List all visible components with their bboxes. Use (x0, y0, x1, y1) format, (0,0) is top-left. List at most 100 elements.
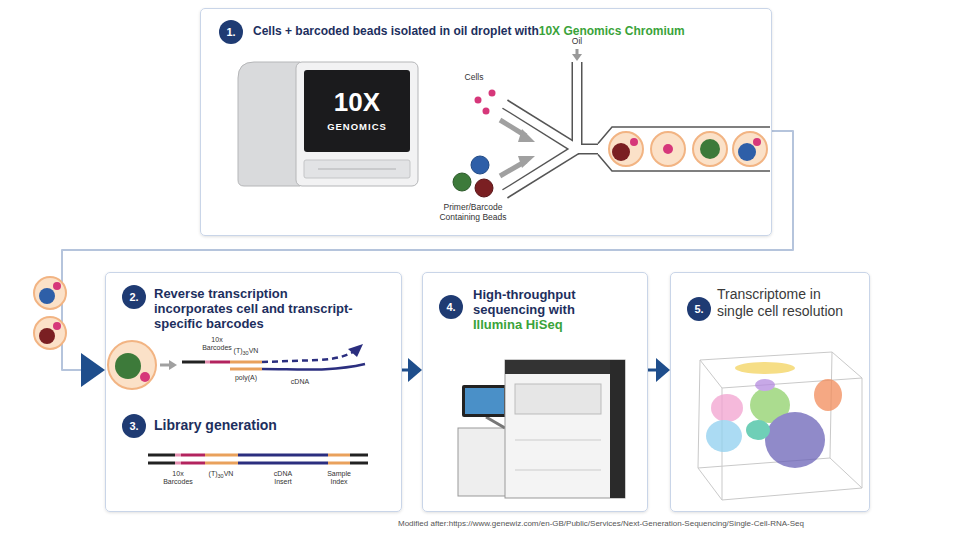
arrow-head (408, 358, 422, 382)
library-construct (148, 454, 175, 457)
sequencer-instrument (515, 440, 601, 441)
segment-label: 30 (243, 350, 249, 356)
text-group: (T)30VN (226, 347, 266, 357)
step-number: 2. (122, 285, 146, 309)
library-construct (148, 455, 368, 463)
library-construct (175, 454, 181, 457)
reverse-transcription-strand (230, 368, 262, 371)
chromium-instrument (238, 62, 300, 186)
cells-and-beads (475, 97, 482, 104)
oil-droplets (140, 372, 150, 382)
sequencer-instrument (458, 360, 625, 498)
reverse-transcription-strand (262, 352, 353, 362)
oil-droplets (34, 317, 66, 349)
step-heading: Reverse transcription incorporates cell … (154, 286, 353, 331)
microfluidic-chip (572, 54, 582, 61)
tsne-cube-plot (746, 420, 770, 440)
tsne-cube-plot (862, 378, 863, 488)
tsne-cube-plot (711, 394, 743, 422)
connector-line (402, 369, 408, 372)
text-group: 1. (219, 20, 243, 44)
text-group: (T)30VN (201, 470, 241, 480)
chromium-instrument (318, 169, 396, 170)
screen-logo: GENOMICS (327, 121, 387, 132)
step-heading: High-throughput sequencing with (473, 287, 576, 317)
reverse-transcription-strand (169, 360, 177, 370)
sequencer-instrument (610, 360, 625, 498)
microfluidic-chip (500, 49, 770, 195)
inlet-label: Oil (572, 36, 582, 46)
step-number: 3. (122, 414, 146, 438)
microfluidic-chip (503, 149, 577, 195)
arrow-head (656, 358, 670, 382)
sequencer-instrument (486, 417, 505, 428)
tsne-cube-plot (700, 352, 862, 388)
flow-arrow (402, 358, 422, 382)
step-number: 1. (219, 20, 243, 44)
text-group: cDNA (282, 378, 318, 386)
text-group: 10x Barcodes (160, 470, 196, 486)
process-panel: 4.High-throughput sequencing withIllumin… (422, 272, 648, 512)
sequencer-instrument (505, 360, 625, 374)
reverse-transcription-strand (160, 344, 365, 370)
oil-droplets (108, 341, 156, 389)
library-construct (350, 462, 368, 465)
step-heading: 10X Genomics Chromium (539, 24, 685, 38)
text-group: Library generation (154, 417, 394, 434)
cells-and-beads (489, 90, 496, 97)
microfluidic-chip (505, 62, 604, 194)
reverse-transcription-strand (210, 361, 230, 364)
segment-label: 10x Barcodes (202, 336, 232, 351)
text-group: Transcriptome in single cell resolution (717, 286, 855, 320)
oil-droplets (630, 138, 638, 146)
step-number: 5. (687, 297, 711, 321)
oil-droplets (753, 138, 761, 146)
sequencer-instrument (505, 360, 625, 498)
reverse-transcription-strand (182, 361, 205, 364)
text-group: 4. (439, 295, 463, 319)
segment-label: poly(A) (235, 374, 257, 381)
cells-and-beads (475, 179, 493, 197)
segment-label: Sample Index (327, 470, 351, 485)
text-group: 10x Barcodes (198, 336, 236, 352)
library-construct (148, 455, 368, 463)
process-panel: 1. Cells + barcoded beads isolated in oil… (200, 8, 772, 236)
oil-droplets (34, 132, 767, 389)
chromium-instrument (238, 62, 418, 186)
text-group: poly(A) (226, 374, 266, 382)
library-construct (181, 462, 205, 465)
process-panel: 5.Transcriptome in single cell resolutio… (670, 272, 870, 512)
segment-label: (T) (209, 470, 218, 477)
cells-and-beads (453, 90, 496, 198)
oil-droplets (39, 328, 55, 344)
oil-droplets (53, 282, 61, 290)
oil-droplets (115, 353, 141, 379)
library-construct (328, 454, 350, 457)
text-group: 3. (122, 414, 146, 438)
text-group: Cells (452, 72, 496, 82)
oil-droplets (733, 132, 767, 166)
text-group: Cells + barcoded beads isolated in oil d… (253, 24, 763, 39)
oil-droplets (663, 144, 673, 154)
microfluidic-chip (598, 127, 770, 171)
text-group: Primer/Barcode Containing Beads (428, 202, 518, 222)
step-heading: Cells + barcoded beads isolated in oil d… (253, 24, 539, 38)
chromium-instrument (296, 62, 418, 186)
tsne-cube-plot (706, 420, 742, 452)
source-caption: Modified after:https://www.genewiz.com/e… (398, 519, 804, 529)
oil-droplets (738, 143, 756, 161)
library-construct (238, 454, 328, 457)
text-group: cDNA Insert (267, 470, 299, 486)
oil-droplets (700, 139, 720, 159)
step-heading: Library generation (154, 417, 277, 433)
tsne-cube-plot (698, 352, 862, 500)
tsne-cube-plot (698, 458, 862, 500)
reverse-transcription-strand (262, 364, 365, 370)
chromium-instrument (304, 70, 410, 152)
segment-label: 30 (218, 473, 224, 479)
microfluidic-chip (573, 60, 581, 149)
text-group: 5. (687, 297, 711, 321)
library-construct (205, 454, 238, 457)
microfluidic-chip (518, 129, 535, 142)
